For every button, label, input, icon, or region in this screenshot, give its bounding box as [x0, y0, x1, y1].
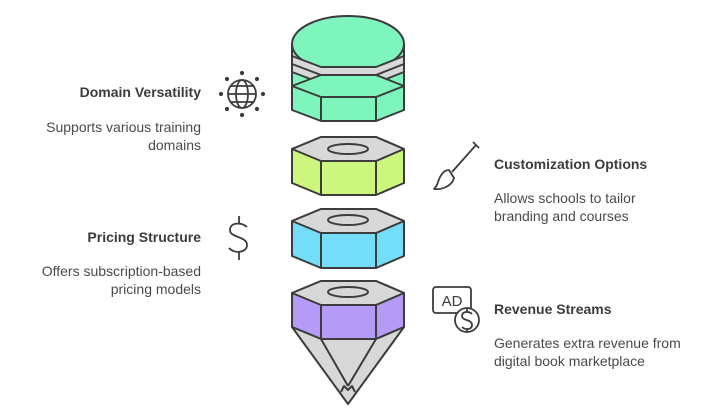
item-title-customization: Customization Options — [494, 156, 648, 172]
pencil-tip — [291, 326, 405, 405]
ad-dollar-icon — [432, 286, 480, 333]
item-title-domain: Domain Versatility — [79, 84, 201, 100]
dollar-icon — [228, 216, 248, 260]
globe-icon — [218, 70, 266, 118]
item-description-pricing: Offers subscription-based pricing models — [41, 263, 201, 297]
paintbrush-icon — [433, 141, 480, 191]
ad-badge-text: AD — [442, 293, 463, 310]
item-description-revenue: Generates extra revenue from digital boo… — [494, 335, 681, 369]
pencil-segment-pricing — [291, 208, 405, 269]
item-description-customization: Allows schools to tailor branding and co… — [494, 190, 636, 224]
pencil-segment-customization — [291, 136, 405, 196]
item-description-domain: Supports various training domains — [46, 119, 201, 153]
pencil-segment-domain — [291, 74, 405, 122]
item-title-revenue: Revenue Streams — [494, 301, 612, 317]
item-title-pricing: Pricing Structure — [87, 229, 201, 245]
pencil-segment-revenue — [291, 280, 405, 340]
